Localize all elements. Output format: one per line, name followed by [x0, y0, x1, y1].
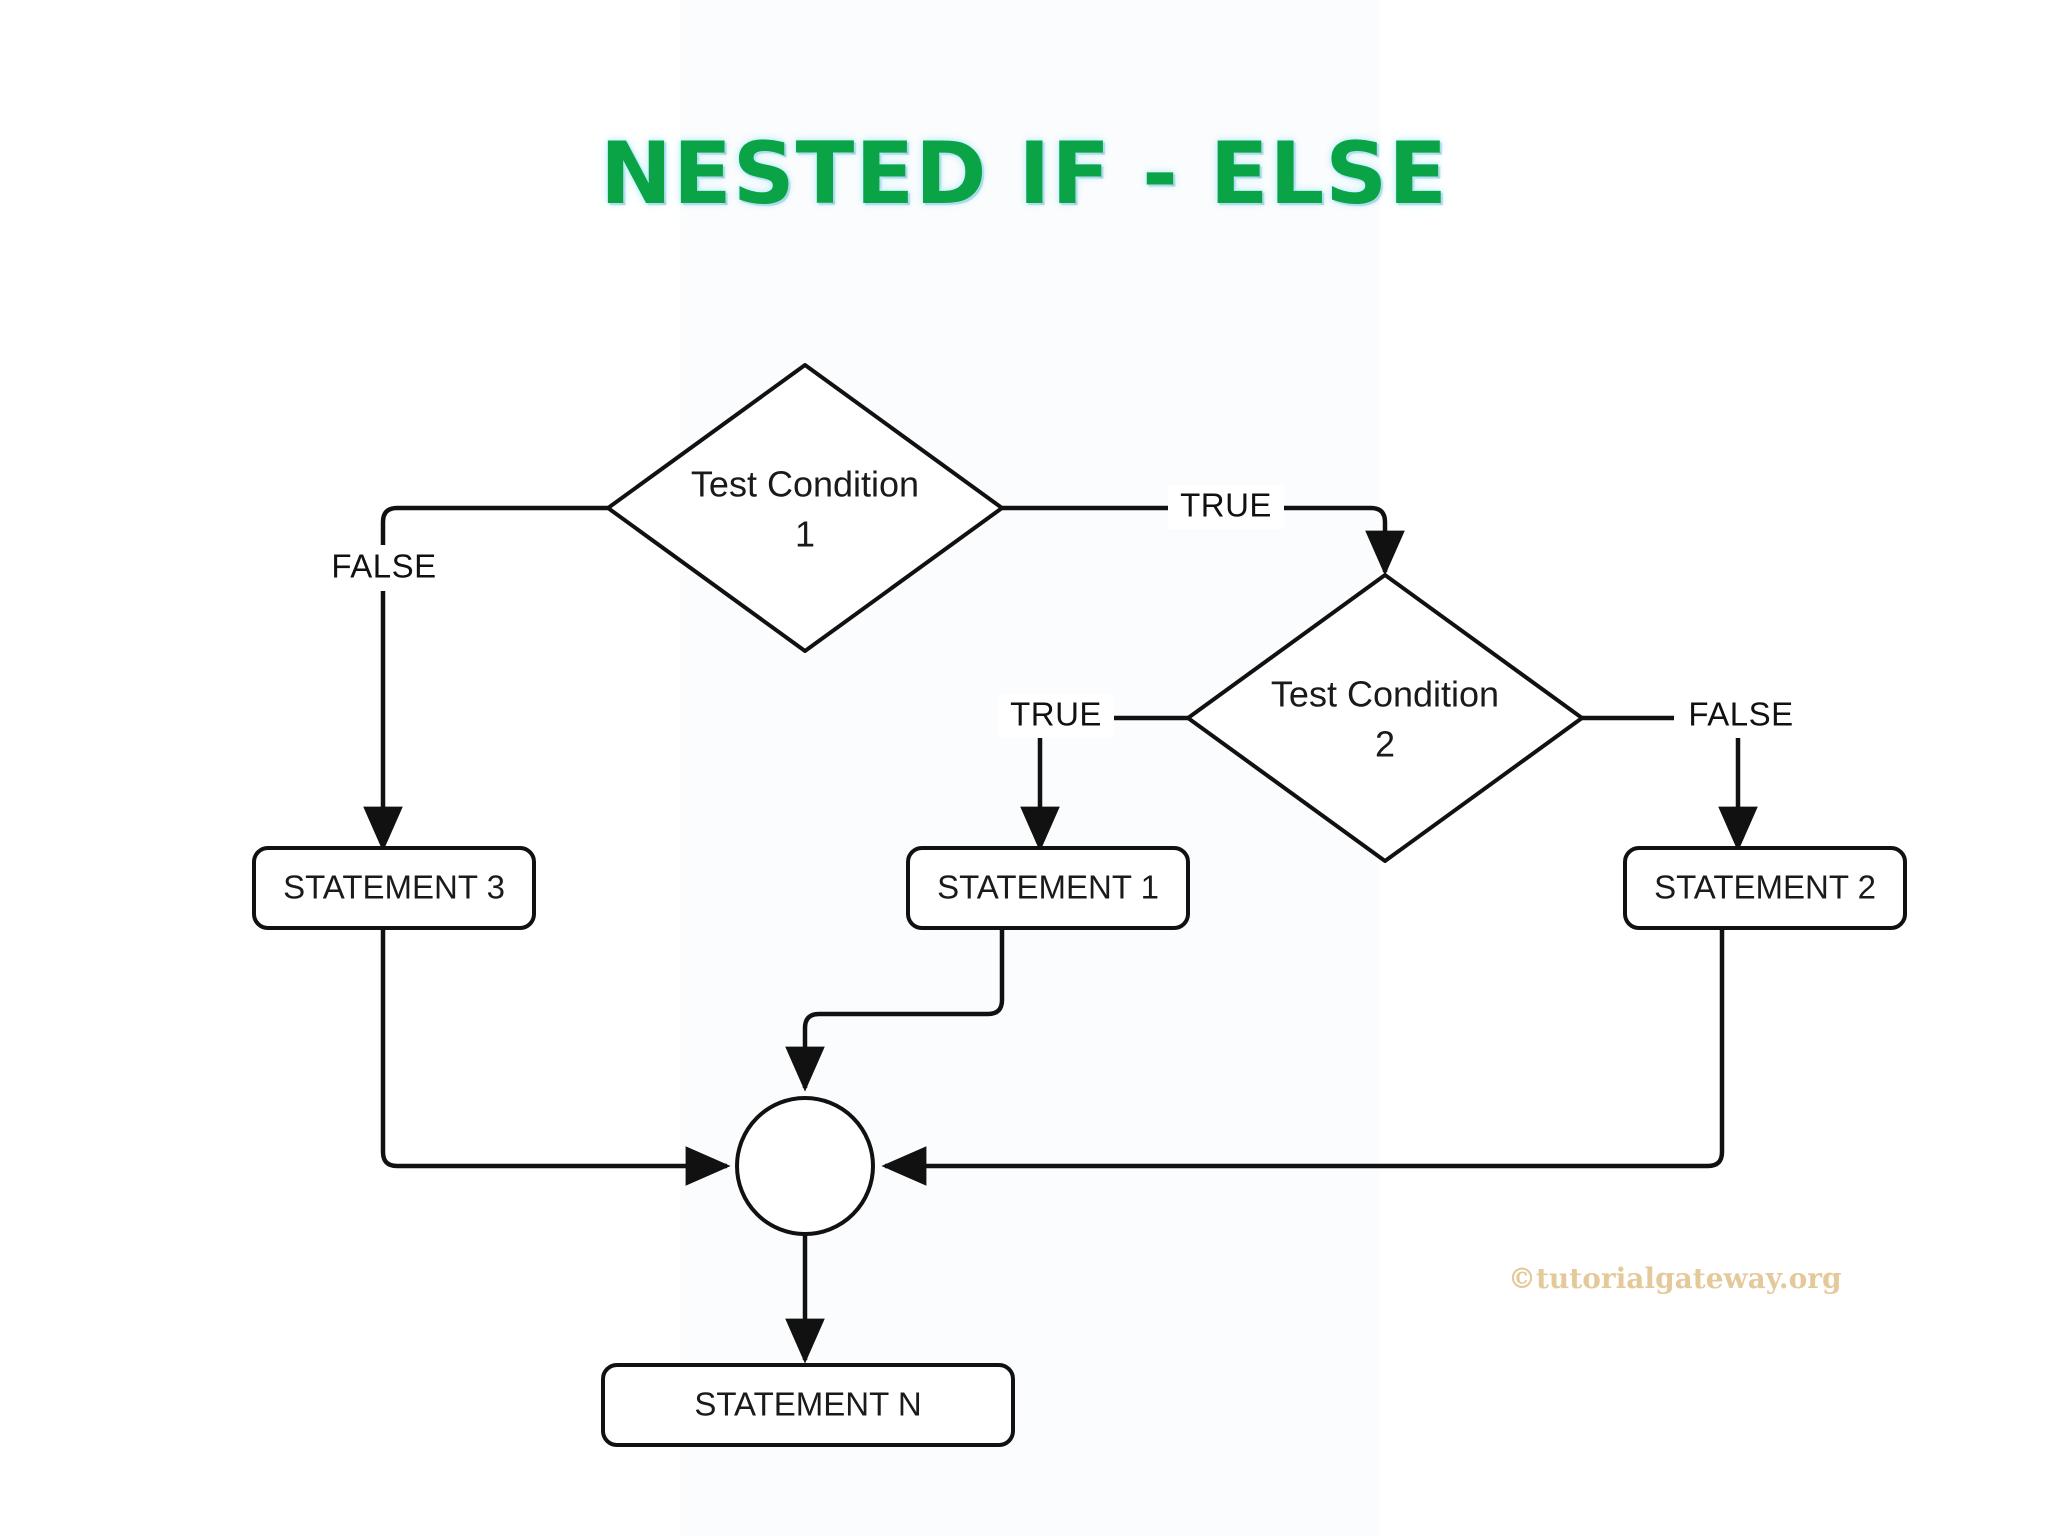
false-1-text: FALSE — [331, 548, 436, 585]
statement-n-label: STATEMENT N — [694, 1386, 921, 1423]
edge-stmt3-merge — [380, 928, 731, 1186]
merge-circle — [735, 1096, 875, 1236]
edge-cond1-true — [1002, 505, 1405, 576]
edge-label-false-2: FALSE — [1674, 694, 1808, 738]
edge-label-false-1: FALSE — [318, 545, 450, 591]
edge-stmt1-merge — [785, 928, 1005, 1092]
false-2-text: FALSE — [1688, 696, 1793, 733]
statement-3-label: STATEMENT 3 — [283, 869, 505, 906]
node-statement-1[interactable]: STATEMENT 1 — [906, 846, 1190, 930]
statement-n-box — [601, 1363, 1015, 1447]
diamond-shape — [1186, 573, 1584, 863]
test-condition-1-label-line1: Test Condition — [691, 464, 919, 505]
node-statement-n[interactable]: STATEMENT N — [601, 1363, 1015, 1447]
node-test-condition-1[interactable]: Test Condition 1 — [606, 363, 1004, 653]
statement-3-box — [252, 846, 536, 930]
test-condition-1-label-line2: 1 — [795, 514, 815, 555]
edge-cond1-false — [363, 505, 608, 852]
node-statement-2[interactable]: STATEMENT 2 — [1623, 846, 1907, 930]
test-condition-2-label-line2: 2 — [1375, 724, 1395, 765]
true-1-text: TRUE — [1180, 487, 1272, 524]
statement-1-box — [906, 846, 1190, 930]
diamond-shape — [606, 363, 1004, 653]
edge-label-true-2: TRUE — [998, 694, 1114, 738]
watermark: ©tutorialgateway.org — [1508, 1262, 1842, 1295]
node-merge-connector[interactable] — [735, 1096, 875, 1236]
node-test-condition-2[interactable]: Test Condition 2 — [1186, 573, 1584, 863]
true-2-text: TRUE — [1010, 696, 1102, 733]
statement-2-label: STATEMENT 2 — [1654, 869, 1876, 906]
page-title: NESTED IF - ELSE — [600, 124, 1448, 224]
test-condition-2-label-line1: Test Condition — [1271, 674, 1499, 715]
edge-label-true-1: TRUE — [1168, 485, 1284, 529]
edge-stmt2-merge — [881, 928, 1725, 1186]
statement-1-label: STATEMENT 1 — [937, 869, 1159, 906]
node-statement-3[interactable]: STATEMENT 3 — [252, 846, 536, 930]
statement-2-box — [1623, 846, 1907, 930]
